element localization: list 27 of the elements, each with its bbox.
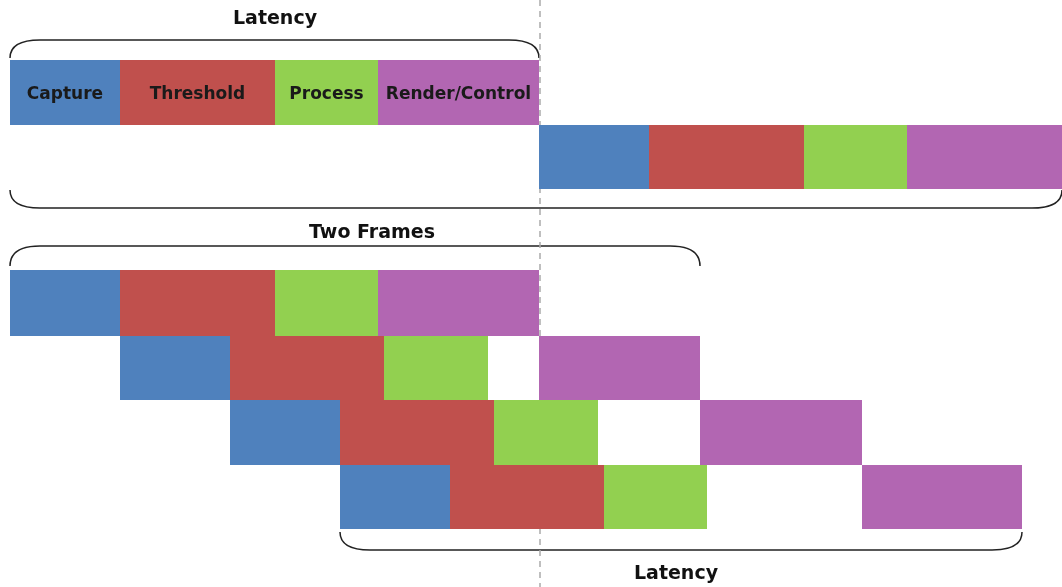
render-stage-bar (378, 270, 539, 336)
render-stage-bar (862, 465, 1022, 529)
capture-stage-bar (10, 270, 120, 336)
process-stage-bar (275, 270, 378, 336)
process-stage-bar (604, 465, 707, 529)
threshold-stage-bar (340, 400, 494, 465)
threshold-stage-bar (649, 125, 804, 189)
render-stage-bar (539, 336, 700, 400)
capture-stage-bar (340, 465, 450, 529)
render-stage-bar (700, 400, 862, 465)
threshold-stage-bar (450, 465, 604, 529)
process-stage-bar (494, 400, 598, 465)
threshold-stage-bar: Threshold (120, 60, 275, 125)
process-stage-bar (384, 336, 488, 400)
render-stage-bar: Render/Control (378, 60, 539, 125)
threshold-stage-bar (120, 270, 275, 336)
capture-stage-bar (230, 400, 340, 465)
brace-label: Latency (232, 6, 318, 28)
capture-stage-bar (539, 125, 649, 189)
capture-stage-bar: Capture (10, 60, 120, 125)
brace-label: Latency (633, 561, 719, 583)
process-stage-bar: Process (275, 60, 378, 125)
capture-stage-bar (120, 336, 230, 400)
render-stage-bar (907, 125, 1062, 189)
threshold-stage-bar (230, 336, 384, 400)
brace-label: Two Frames (309, 220, 435, 242)
process-stage-bar (804, 125, 907, 189)
